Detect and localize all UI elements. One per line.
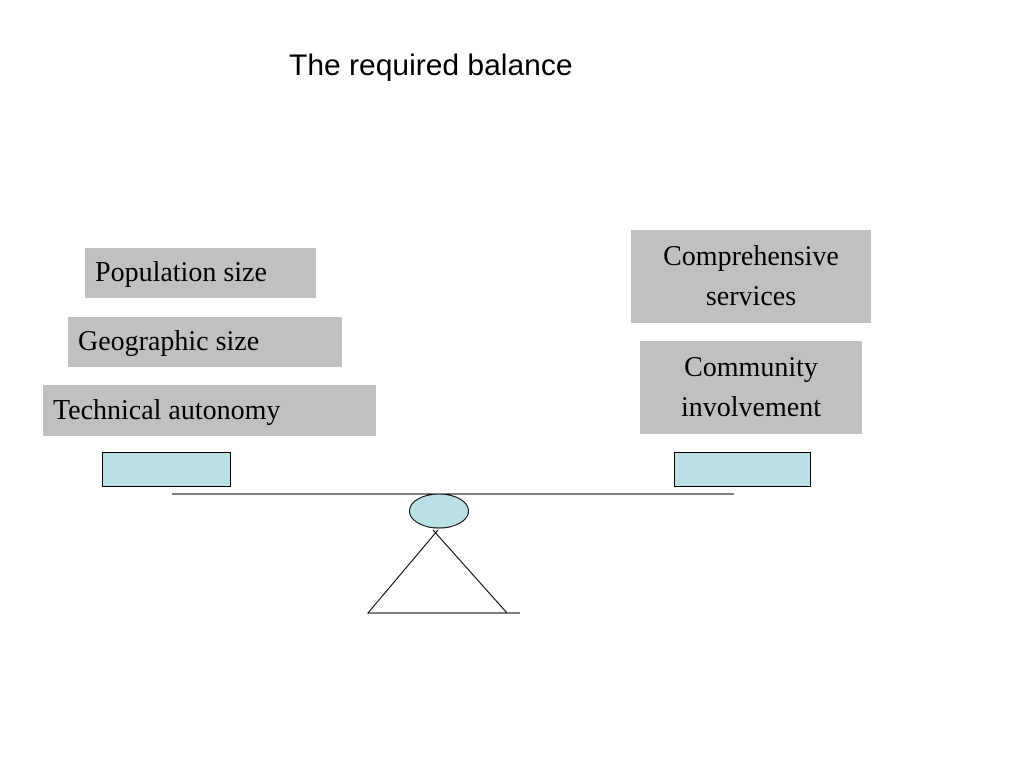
label-geographic-size: Geographic size bbox=[68, 317, 342, 367]
label-line-2: services bbox=[705, 280, 797, 312]
label-comprehensive-services: Comprehensive services bbox=[631, 230, 871, 323]
label-text: Technical autonomy bbox=[53, 394, 281, 426]
scale-pan-left bbox=[102, 452, 231, 487]
label-line-2: involvement bbox=[681, 391, 821, 423]
label-technical-autonomy: Technical autonomy bbox=[43, 385, 376, 436]
scale-stand bbox=[366, 529, 520, 614]
label-community-involvement: Community involvement bbox=[640, 341, 862, 434]
label-text: Population size bbox=[95, 257, 267, 288]
label-line-1: Comprehensive bbox=[663, 240, 839, 272]
scale-stand-right-leg bbox=[432, 529, 508, 614]
label-population-size: Population size bbox=[85, 248, 316, 298]
label-line-1: Community bbox=[684, 351, 818, 383]
scale-pan-right bbox=[674, 452, 811, 487]
slide-title: The required balance bbox=[289, 49, 573, 82]
scale-pivot bbox=[409, 493, 469, 529]
label-text: Geographic size bbox=[78, 326, 260, 357]
